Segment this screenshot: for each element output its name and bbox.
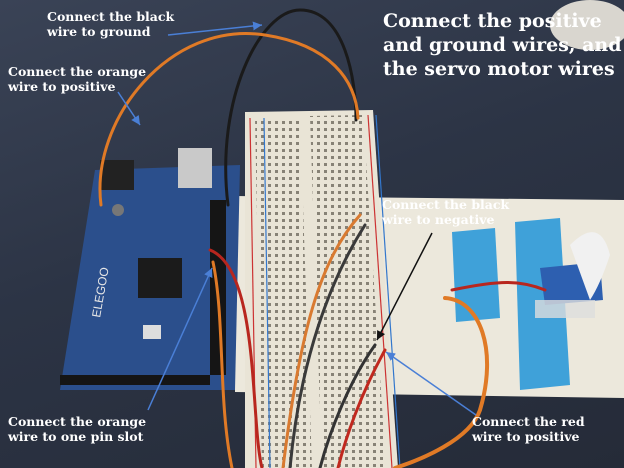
- label-orange-wire-pin: Connect the orange wire to one pin slot: [8, 414, 147, 444]
- page-title: Connect the positive and ground wires, a…: [383, 10, 622, 80]
- wires: [98, 8, 547, 468]
- servo-assembly: [452, 218, 610, 390]
- label-red-wire-positive: Connect the red wire to positive: [472, 414, 585, 444]
- breadboard: [245, 110, 401, 468]
- paper-corner: [550, 0, 624, 50]
- label-black-wire-ground: Connect the black wire to ground: [47, 9, 175, 39]
- annotation-arrows: [117, 21, 477, 416]
- arduino-board: ELEGOO: [60, 148, 240, 390]
- label-black-wire-negative: Connect the black wire to negative: [382, 197, 510, 227]
- label-orange-wire-positive: Connect the orange wire to positive: [8, 64, 147, 94]
